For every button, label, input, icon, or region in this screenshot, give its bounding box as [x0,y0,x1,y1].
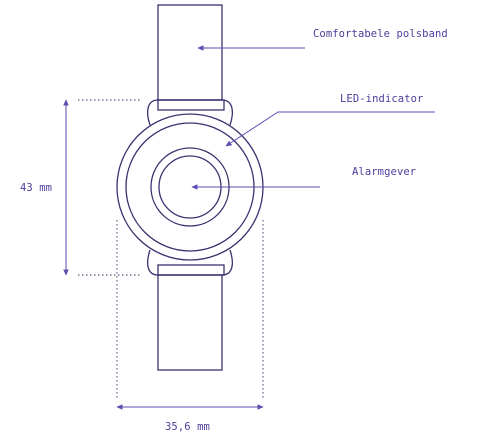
dimension-height-label: 43 mm [20,182,53,194]
label-alarm-button: Alarmgever [352,166,417,178]
label-led-indicator: LED-indicator [340,93,424,105]
watch-case [147,99,233,276]
callout-led-line [225,111,435,147]
bottom-strap-bar [157,264,225,276]
top-strap [157,4,223,101]
dimension-width-label: 35,6 mm [165,421,210,433]
label-wristband: Comfortabele polsband [313,28,448,40]
top-strap-bar [157,99,225,111]
bottom-strap [157,274,223,371]
